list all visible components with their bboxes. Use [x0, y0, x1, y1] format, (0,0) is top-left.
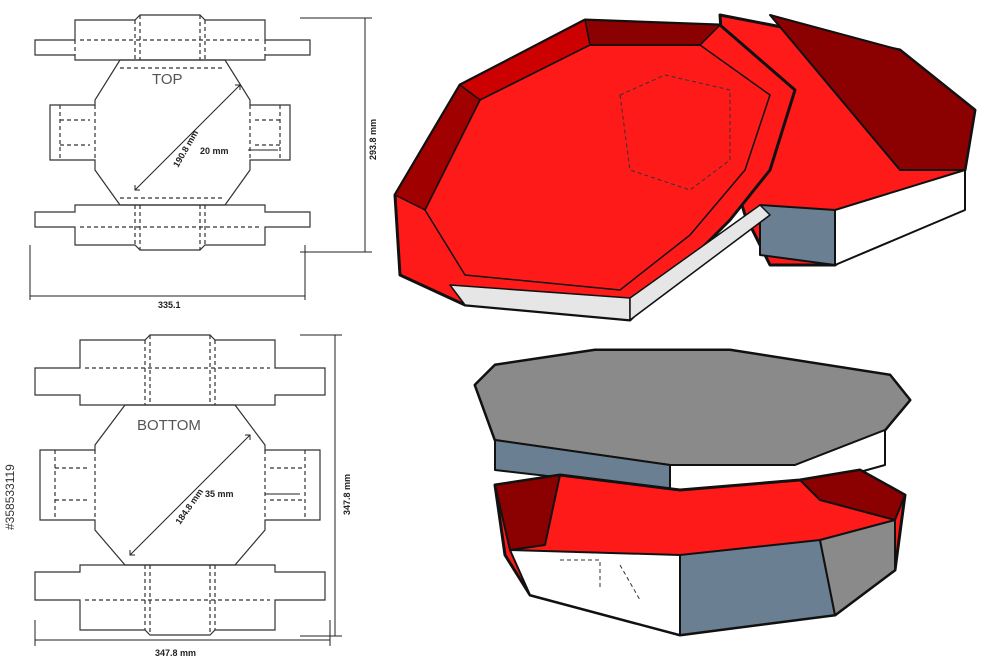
bottom-dieline: [34, 334, 342, 646]
top-label: TOP: [152, 71, 183, 88]
bottom-label: BOTTOM: [137, 417, 201, 434]
top-dieline: [29, 14, 372, 300]
stock-id: #358533119: [3, 464, 17, 530]
closed-box-render: [473, 348, 912, 637]
bottom-height-dim: 347.8 mm: [342, 474, 352, 515]
open-box-render: [393, 13, 977, 322]
bottom-width-dim: 347.8 mm: [155, 648, 196, 658]
top-flap-dim: 20 mm: [200, 146, 229, 156]
top-height-dim: 293.8 mm: [368, 119, 378, 160]
bottom-flap-dim: 35 mm: [205, 489, 234, 499]
top-width-dim: 335.1: [158, 300, 181, 310]
top-diagonal-dim: 190.8 mm: [171, 128, 200, 169]
